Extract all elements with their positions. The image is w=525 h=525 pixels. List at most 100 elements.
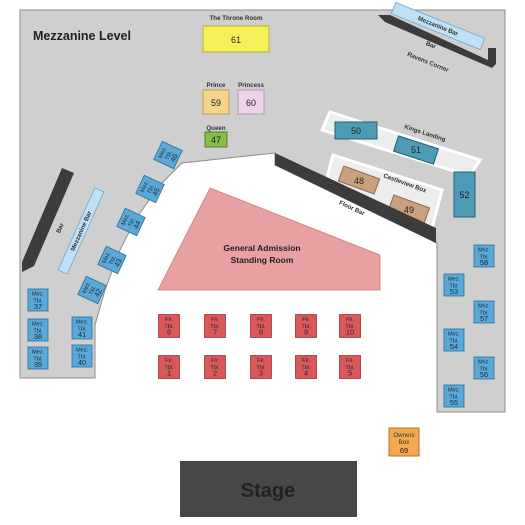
table-label: Flr.: [346, 317, 354, 323]
table-label: 6: [167, 328, 171, 337]
floor-table-5[interactable]: Flr.Tbl.5: [339, 355, 361, 379]
table-label: 10: [346, 328, 354, 337]
floor-table-1[interactable]: Flr.Tbl.1: [158, 355, 180, 379]
table-label: 3: [259, 369, 263, 378]
table-label: Flr.: [257, 317, 265, 323]
table-label: 45: [150, 186, 162, 197]
table-label: Flr.: [165, 358, 173, 364]
floor-table-6[interactable]: Flr.Tbl.6: [158, 314, 180, 338]
section-51-label: 51: [411, 145, 421, 155]
mezzanine-bar-right: [390, 1, 486, 51]
mezzanine-table-45[interactable]: Mez.Tbl.45: [135, 174, 165, 204]
throne-room-label: The Throne Room: [210, 15, 263, 22]
table-label: Tbl.: [33, 328, 43, 334]
section-51[interactable]: [392, 135, 440, 165]
mezzanine-table-46[interactable]: Mez.Tbl.46: [153, 140, 183, 170]
table-label: 5: [348, 369, 352, 378]
general-admission-area[interactable]: [157, 187, 381, 291]
mezzanine-table-44[interactable]: Mez.Tbl.44: [116, 207, 146, 237]
table-label: 7: [213, 328, 217, 337]
table-label: Tbl.: [77, 326, 87, 332]
table-label: Mez.: [448, 388, 461, 394]
mezzanine-table-38[interactable]: Mez.Tbl.38: [27, 318, 49, 342]
table-label: Tbl.: [479, 254, 489, 260]
mezzanine-table-40[interactable]: Mez.Tbl.40: [71, 344, 93, 368]
owners-box-label-1: Owners: [393, 432, 414, 439]
table-label: Tbl.: [164, 150, 174, 161]
table-label: Mez.: [32, 292, 45, 298]
table-label: Flr.: [165, 317, 173, 323]
floor-table-2[interactable]: Flr.Tbl.2: [204, 355, 226, 379]
floor-table-9[interactable]: Flr.Tbl.9: [295, 314, 317, 338]
floor-table-3[interactable]: Flr.Tbl.3: [250, 355, 272, 379]
table-label: Flr.: [257, 358, 265, 364]
mezzanine-table-55[interactable]: Mez.Tbl.55: [443, 384, 465, 408]
mezzanine-table-42[interactable]: Mez.Tbl.42: [77, 275, 107, 305]
section-61[interactable]: [202, 25, 270, 53]
table-label: Flr.: [211, 358, 219, 364]
section-49-label: 49: [404, 205, 414, 215]
table-label: Tbl.: [479, 366, 489, 372]
mezzanine-table-39[interactable]: Mez.Tbl.39: [27, 346, 49, 370]
table-label: 9: [304, 328, 308, 337]
section-69[interactable]: [388, 427, 420, 457]
table-label: 38: [34, 332, 42, 341]
section-60-label: 60: [246, 98, 256, 108]
mezzanine-table-58[interactable]: Mez.Tbl.58: [473, 244, 495, 268]
section-47-label: 47: [211, 135, 221, 145]
owners-box-label-2: Box: [399, 439, 411, 446]
table-label: Flr.: [302, 317, 310, 323]
stage: [180, 461, 357, 517]
table-label: 53: [450, 287, 458, 296]
floor-table-8[interactable]: Flr.Tbl.8: [250, 314, 272, 338]
table-label: Tbl.: [256, 324, 266, 330]
mezzanine-table-54[interactable]: Mez.Tbl.54: [443, 328, 465, 352]
section-48[interactable]: [337, 165, 381, 195]
table-label: Tbl.: [164, 365, 174, 371]
mezzanine-table-57[interactable]: Mez.Tbl.57: [473, 300, 495, 324]
section-59[interactable]: [202, 89, 230, 115]
ravens-corner-bar-wall: [378, 15, 496, 68]
bar-right-label: Bar: [425, 40, 438, 51]
stage-label: Stage: [241, 480, 295, 502]
section-48-label: 48: [354, 176, 364, 186]
mezzanine-table-37[interactable]: Mez.Tbl.37: [27, 288, 49, 312]
floor-table-4[interactable]: Flr.Tbl.4: [295, 355, 317, 379]
table-label: Mez.: [76, 348, 89, 354]
table-label: 4: [304, 369, 308, 378]
mezzanine-table-53[interactable]: Mez.Tbl.53: [443, 273, 465, 297]
mezzanine-bar-left: [57, 187, 105, 275]
table-label: 58: [480, 258, 488, 267]
section-60[interactable]: [237, 89, 265, 115]
table-label: Tbl.: [345, 324, 355, 330]
table-label: Tbl.: [33, 356, 43, 362]
table-label: 2: [213, 369, 217, 378]
table-label: Tbl.: [210, 365, 220, 371]
prince-label: Prince: [207, 82, 226, 89]
table-label: Mez.: [478, 360, 491, 366]
table-label: Tbl.: [301, 365, 311, 371]
table-label: Flr.: [211, 317, 219, 323]
table-label: Tbl.: [88, 285, 98, 296]
level-title: Mezzanine Level: [33, 29, 131, 43]
mezzanine-table-56[interactable]: Mez.Tbl.56: [473, 356, 495, 380]
mezzanine-table-43[interactable]: Mez.Tbl.43: [97, 245, 127, 275]
table-label: Tbl.: [108, 255, 118, 266]
mezzanine-table-41[interactable]: Mez.Tbl.41: [71, 316, 93, 340]
floor-table-10[interactable]: Flr.Tbl.10: [339, 314, 361, 338]
left-bar-wall: [22, 168, 74, 272]
section-52[interactable]: [453, 171, 476, 218]
table-label: 54: [450, 342, 458, 351]
table-label: 1: [167, 369, 171, 378]
table-label: 57: [480, 314, 488, 323]
table-label: Mez.: [121, 213, 132, 227]
mezzanine-tables: Mez.Tbl.37Mez.Tbl.38Mez.Tbl.39Mez.Tbl.41…: [27, 140, 495, 408]
table-label: 40: [78, 358, 86, 367]
table-label: Tbl.: [210, 324, 220, 330]
ga-label-2: Standing Room: [231, 255, 294, 265]
section-50[interactable]: [334, 121, 378, 140]
table-label: Mez.: [32, 350, 45, 356]
floor-table-7[interactable]: Flr.Tbl.7: [204, 314, 226, 338]
section-47[interactable]: [204, 131, 228, 148]
